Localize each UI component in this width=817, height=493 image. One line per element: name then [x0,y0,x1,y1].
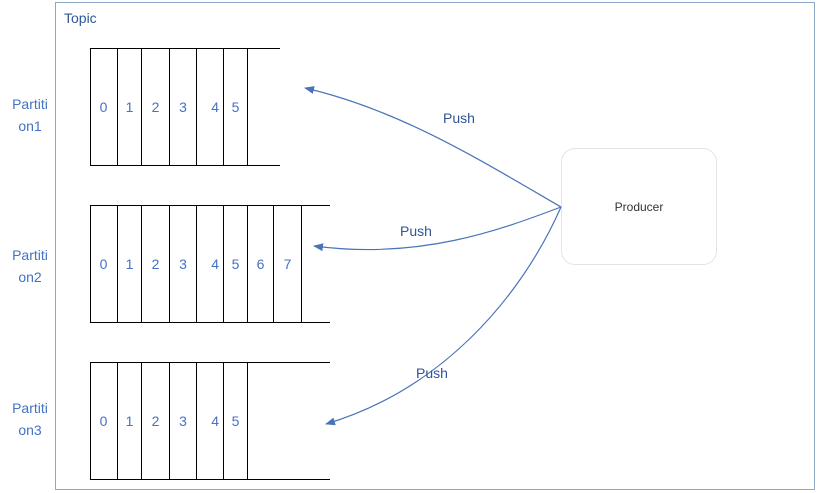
push-label-2: Push [400,223,432,239]
partition-3-label: Partiti on3 [4,397,56,441]
partition-1-label: Partiti on1 [4,93,56,137]
push-arrow-partition-1 [304,86,562,208]
partition-1-cell: 5 [224,48,248,166]
producer-label: Producer [614,199,664,214]
partition-2-queue: 0 1 2 3 4 5 6 7 [90,205,330,323]
partition-1-cell: 0 [90,48,118,166]
partition-3-queue: 0 1 2 3 4 5 [90,362,330,480]
push-label-1: Push [443,110,475,126]
partition-2-cell: 2 [142,205,170,323]
partition-2-cell: 0 [90,205,118,323]
partition-3-cell: 4 [197,362,224,480]
partition-1-label-line1: Partiti [12,96,48,112]
partition-3-frame [90,362,330,480]
topic-label: Topic [64,10,97,26]
partition-2-cell: 3 [170,205,197,323]
push-arrow-partition-3 [325,206,562,426]
partition-3-label-line2: on3 [18,422,42,438]
topic-container [55,2,815,490]
partition-1-cell: 1 [118,48,142,166]
partition-3-cell: 2 [142,362,170,480]
partition-2-label-line2: on2 [18,269,42,285]
partition-1-label-line2: on1 [18,118,42,134]
partition-2-cell: 1 [118,205,142,323]
partition-3-label-line1: Partiti [12,400,48,416]
partition-1-queue: 0 1 2 3 4 5 [90,48,280,166]
partition-2-cell: 4 [197,205,224,323]
partition-2-label-line1: Partiti [12,247,48,263]
partition-1-cell: 4 [197,48,224,166]
partition-2-frame [90,205,330,323]
partition-2-cell: 7 [274,205,302,323]
partition-3-cell: 0 [90,362,118,480]
partition-3-cell: 5 [224,362,248,480]
partition-2-label: Partiti on2 [4,244,56,288]
producer-box: Producer [561,148,717,265]
partition-2-cell: 5 [224,205,248,323]
push-label-3: Push [416,365,448,381]
partition-1-cell: 2 [142,48,170,166]
partition-1-cell: 3 [170,48,197,166]
push-arrow-partition-2 [313,206,562,252]
partition-2-cell: 6 [248,205,274,323]
partition-3-cell: 3 [170,362,197,480]
partition-1-frame [90,48,280,166]
partition-3-cell: 1 [118,362,142,480]
